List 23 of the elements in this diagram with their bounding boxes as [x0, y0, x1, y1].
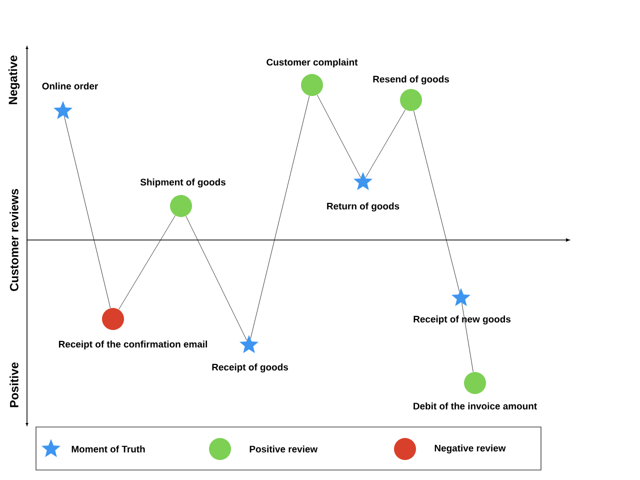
connector-line: [64, 116, 111, 308]
point-label: Debit of the invoice amount: [414, 402, 537, 410]
legend-label: Negative review: [434, 444, 506, 454]
point-label: Return of goods: [327, 202, 400, 212]
point-label: Customer complaint: [266, 58, 358, 68]
connector-line: [118, 215, 176, 310]
connector-line: [365, 109, 406, 178]
connector-line: [462, 302, 474, 372]
legend-label: Moment of Truth: [72, 446, 145, 452]
point-label: Receipt of the confirmation email: [58, 340, 207, 350]
point-label: Receipt of new goods: [414, 316, 511, 324]
connector-line: [186, 216, 247, 340]
legend-label: Positive review: [250, 446, 318, 452]
axis-label: Customer reviews: [10, 189, 18, 291]
connector-line: [317, 94, 361, 178]
point-label: Online order: [42, 82, 98, 90]
point-label: Receipt of goods: [212, 364, 288, 372]
axis-label: Positive: [10, 362, 18, 408]
connector-line: [414, 110, 460, 292]
connector-line: [250, 96, 310, 339]
axis-label: Negative: [8, 56, 20, 104]
point-label: Resend of goods: [373, 76, 449, 84]
point-label: Shipment of goods: [140, 178, 226, 188]
